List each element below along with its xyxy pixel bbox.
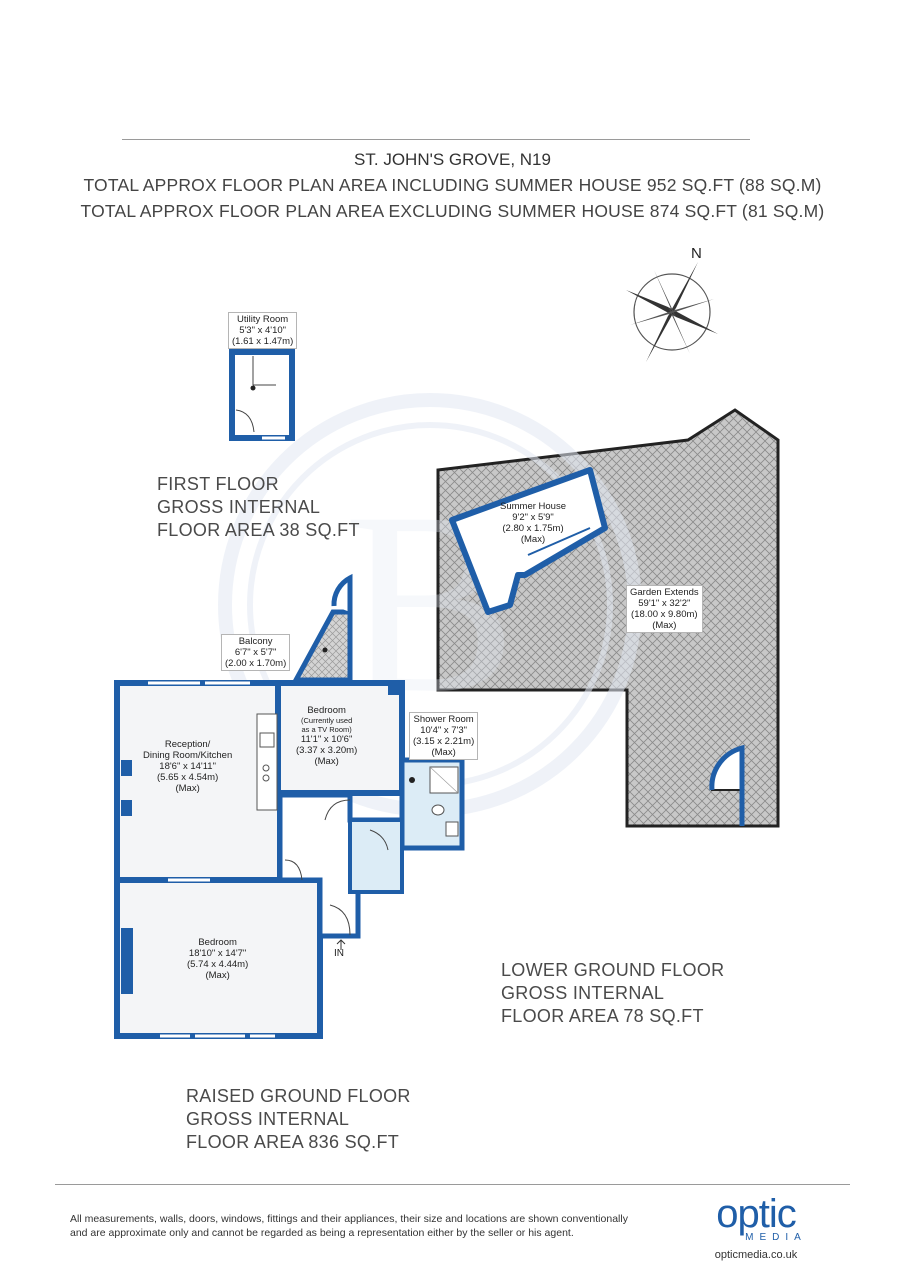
balcony-metric: (2.00 x 1.70m) — [225, 658, 287, 669]
raised-ground-floor-label: RAISED GROUND FLOOR GROSS INTERNAL FLOOR… — [186, 1085, 411, 1154]
tv-bedroom-imperial: 11'1" x 10'6" — [300, 734, 353, 745]
reception-metric: (5.65 x 4.54m) — [157, 772, 219, 783]
tv-bedroom-note-2: as a TV Room) — [301, 725, 352, 734]
balcony-label: Balcony 6'7" x 5'7" (2.00 x 1.70m) — [221, 634, 291, 671]
garden-metric: (18.00 x 9.80m) — [631, 609, 698, 620]
utility-room-label: Utility Room 5'3" x 4'10" (1.61 x 1.47m) — [228, 312, 298, 349]
bedroom-imperial: 18'10" x 14'7" — [188, 948, 247, 959]
shower-room-name: Shower Room — [413, 714, 474, 725]
bedroom-metric: (5.74 x 4.44m) — [187, 959, 249, 970]
reception-name-1: Reception/ — [164, 739, 211, 750]
lower-ground-line-2: GROSS INTERNAL — [501, 983, 665, 1003]
lower-ground-floor-label: LOWER GROUND FLOOR GROSS INTERNAL FLOOR … — [501, 959, 724, 1028]
raised-ground-floor-plan — [114, 680, 465, 1039]
first-floor-line-1: FIRST FLOOR — [157, 474, 279, 494]
first-floor-line-2: GROSS INTERNAL — [157, 497, 321, 517]
first-floor-line-3: FLOOR AREA 38 SQ.FT — [157, 520, 360, 540]
bedroom-label: Bedroom 18'10" x 14'7" (5.74 x 4.44m) (M… — [184, 936, 251, 982]
shower-room-metric: (3.15 x 2.21m) — [413, 736, 475, 747]
property-title: ST. JOHN'S GROVE, N19 — [354, 150, 551, 169]
shower-room-label: Shower Room 10'4" x 7'3" (3.15 x 2.21m) … — [409, 712, 479, 760]
logo-word: optic — [716, 1192, 797, 1236]
summer-house-metric: (2.80 x 1.75m) — [502, 523, 564, 534]
logo-sub: MEDIA — [745, 1232, 807, 1243]
reception-imperial: 18'6" x 14'11" — [159, 761, 216, 772]
reception-label: Reception/ Dining Room/Kitchen 18'6" x 1… — [140, 738, 235, 795]
tv-bedroom-max: (Max) — [314, 756, 339, 767]
footer-divider — [55, 1184, 850, 1185]
balcony-name: Balcony — [238, 636, 273, 647]
garden-imperial: 59'1" x 32'2" — [638, 598, 691, 609]
reception-name-2: Dining Room/Kitchen — [143, 750, 233, 761]
total-area-excluding: TOTAL APPROX FLOOR PLAN AREA EXCLUDING S… — [80, 201, 825, 221]
compass-north-label: N — [691, 245, 702, 262]
compass-rose — [626, 262, 718, 362]
tv-bedroom-name: Bedroom — [307, 705, 346, 716]
header-divider — [122, 139, 750, 140]
utility-room-imperial: 5'3" x 4'10" — [239, 325, 287, 336]
entrance-label: IN — [334, 948, 344, 959]
disclaimer-text: All measurements, walls, doors, windows,… — [70, 1213, 628, 1239]
summer-house-label: Summer House 9'2" x 5'9" (2.80 x 1.75m) … — [497, 500, 569, 546]
summer-house-imperial: 9'2" x 5'9" — [512, 512, 554, 523]
lower-ground-line-1: LOWER GROUND FLOOR — [501, 960, 725, 980]
tv-bedroom-label: Bedroom (Currently used as a TV Room) 11… — [293, 704, 360, 768]
first-floor-label: FIRST FLOOR GROSS INTERNAL FLOOR AREA 38… — [157, 473, 360, 542]
logo-url: opticmedia.co.uk — [714, 1249, 798, 1261]
reception-max: (Max) — [175, 783, 200, 794]
tv-bedroom-metric: (3.37 x 3.20m) — [296, 745, 358, 756]
garden-name: Garden Extends — [630, 587, 699, 598]
balcony-plan — [291, 573, 353, 683]
summer-house-max: (Max) — [520, 534, 546, 545]
tv-bedroom-note-1: (Currently used — [300, 716, 353, 725]
optic-media-logo: optic MEDIA opticmedia.co.uk — [702, 1192, 810, 1261]
utility-room-plan — [229, 349, 295, 441]
shower-room-imperial: 10'4" x 7'3" — [420, 725, 468, 736]
raised-ground-line-3: FLOOR AREA 836 SQ.FT — [186, 1132, 400, 1152]
utility-room-metric: (1.61 x 1.47m) — [232, 336, 294, 347]
utility-room-name: Utility Room — [237, 314, 289, 325]
raised-ground-line-2: GROSS INTERNAL — [186, 1109, 350, 1129]
summer-house — [449, 467, 608, 615]
total-area-including: TOTAL APPROX FLOOR PLAN AREA INCLUDING S… — [83, 175, 822, 195]
garden-max: (Max) — [652, 620, 677, 631]
summer-house-name: Summer House — [500, 501, 566, 512]
balcony-imperial: 6'7" x 5'7" — [234, 647, 277, 658]
garden-label: Garden Extends 59'1" x 32'2" (18.00 x 9.… — [626, 585, 703, 633]
raised-ground-line-1: RAISED GROUND FLOOR — [186, 1086, 411, 1106]
bedroom-max: (Max) — [205, 970, 230, 981]
shower-room-max: (Max) — [431, 747, 456, 758]
bedroom-name: Bedroom — [198, 937, 237, 948]
lower-ground-line-3: FLOOR AREA 78 SQ.FT — [501, 1006, 704, 1026]
